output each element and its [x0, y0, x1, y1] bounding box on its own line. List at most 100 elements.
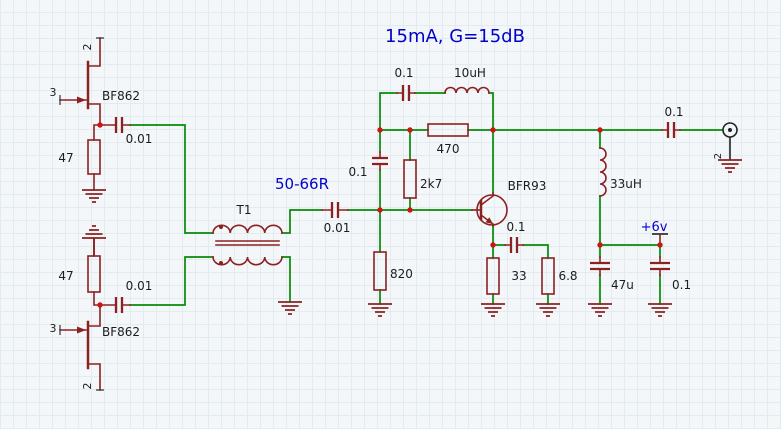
c1-value-label: 0.01	[126, 132, 153, 146]
l1-coil	[444, 86, 490, 94]
q1-jfet[interactable]: 2 3 BF862	[50, 37, 141, 126]
t1-phase-dot-top	[219, 225, 223, 229]
c6-plates	[509, 237, 519, 253]
q3-emitter-arrow	[485, 217, 493, 224]
junction-dot	[97, 122, 103, 128]
junction-dot	[597, 242, 603, 248]
q1-ref-label: BF862	[102, 89, 140, 103]
q1-pin-ticks	[59, 37, 104, 105]
ground-symbol	[278, 301, 302, 315]
r1-value-label: 47	[58, 151, 73, 165]
r7-body	[541, 257, 555, 295]
ground-symbol	[718, 159, 742, 173]
r3-body	[427, 123, 469, 137]
c6-capacitor[interactable]: 0.1	[504, 220, 526, 253]
l1-value-label: 10uH	[454, 66, 486, 80]
c4-capacitor[interactable]: 0.1	[394, 66, 416, 101]
connector-pin-label: 2	[713, 153, 724, 159]
ground-symbol	[588, 303, 612, 317]
c9-value-label: 0.1	[664, 105, 683, 119]
impedance-note: 50-66R	[275, 175, 329, 193]
q3-body-circle	[476, 194, 508, 226]
c2-capacitor[interactable]: 0.01	[99, 279, 153, 313]
r3-resistor[interactable]: 470	[427, 123, 469, 156]
c8-capacitor[interactable]: 0.1	[650, 256, 691, 292]
supply-voltage-label: +6v	[641, 220, 668, 235]
r4-resistor[interactable]: 2k7	[403, 159, 442, 199]
c1-capacitor[interactable]: 0.01	[99, 117, 153, 146]
r2-body	[87, 255, 101, 293]
q2-gate-arrow	[77, 326, 86, 334]
r5-value-label: 820	[390, 267, 413, 281]
r7-resistor[interactable]: 6.8	[541, 257, 578, 295]
c3-capacitor[interactable]: 0.01	[321, 202, 351, 235]
r4-value-label: 2k7	[420, 177, 442, 191]
c1-plates	[114, 117, 124, 133]
c4-value-label: 0.1	[394, 66, 413, 80]
t1-core	[215, 240, 280, 246]
l1-inductor[interactable]: 10uH	[444, 66, 490, 94]
junction-dot	[407, 207, 413, 213]
r5-resistor[interactable]: 820	[373, 251, 413, 291]
q1-drain-pin-label: 2	[81, 44, 94, 51]
q1-gate-arrow	[77, 96, 86, 104]
q3-transistor[interactable]: BFR93	[471, 179, 546, 227]
wire-net	[129, 92, 723, 306]
c9-plates	[666, 122, 676, 138]
q1-gate-pin-label: 3	[50, 86, 57, 99]
ground-symbol	[82, 225, 106, 256]
r5-body	[373, 251, 387, 291]
t1-ref-label: T1	[236, 203, 252, 217]
c7-plates	[590, 261, 610, 271]
ground-symbol	[536, 303, 560, 317]
ground-symbol	[368, 303, 392, 317]
c3-value-label: 0.01	[324, 221, 351, 235]
r6-value-label: 33	[511, 269, 526, 283]
c9-capacitor[interactable]: 0.1	[661, 105, 684, 138]
junction-dot	[490, 242, 496, 248]
r3-value-label: 470	[437, 142, 460, 156]
r7-value-label: 6.8	[558, 269, 577, 283]
c5-plates	[372, 156, 388, 166]
r1-resistor[interactable]: 47	[58, 124, 101, 191]
q2-pin-ticks	[59, 325, 104, 391]
c4-plates	[401, 85, 411, 101]
q2-jfet[interactable]: 2 3 BF862	[50, 304, 141, 391]
c7-value-label: 47u	[611, 278, 634, 292]
connector-pin-dot	[728, 128, 732, 132]
c7-capacitor[interactable]: 47u	[590, 256, 634, 292]
c5-capacitor[interactable]: 0.1	[348, 151, 388, 179]
q2-drain-pin-label: 2	[81, 383, 94, 390]
junction-dot	[377, 207, 383, 213]
output-connector[interactable]: 2	[713, 122, 738, 160]
c2-plates	[114, 297, 124, 313]
l2-coil	[599, 147, 607, 197]
junction-dot	[597, 127, 603, 133]
c2-value-label: 0.01	[126, 279, 153, 293]
r1-leads	[93, 124, 101, 191]
r2-value-label: 47	[58, 269, 73, 283]
junction-dot	[490, 127, 496, 133]
t1-primary-winding	[212, 224, 283, 234]
l2-inductor[interactable]: 33uH	[599, 147, 642, 197]
supply-terminal[interactable]: +6v	[641, 220, 668, 246]
r1-body	[87, 139, 101, 175]
q2-ref-label: BF862	[102, 325, 140, 339]
c3-plates	[330, 202, 340, 218]
q1-leads	[59, 37, 101, 126]
r4-body	[403, 159, 417, 199]
ground-symbol	[82, 189, 106, 203]
junction-dot	[97, 302, 103, 308]
c8-value-label: 0.1	[672, 278, 691, 292]
junction-dot	[377, 127, 383, 133]
junction-dots	[97, 122, 663, 308]
t1-transformer[interactable]: T1	[212, 203, 283, 266]
c8-plates	[650, 261, 670, 271]
junction-dot	[657, 242, 663, 248]
r6-resistor[interactable]: 33	[486, 257, 527, 295]
title-annotation: 15mA, G=15dB	[385, 26, 525, 47]
r6-body	[486, 257, 500, 295]
t1-secondary-winding	[212, 256, 283, 266]
t1-phase-dot-bottom	[219, 261, 223, 265]
